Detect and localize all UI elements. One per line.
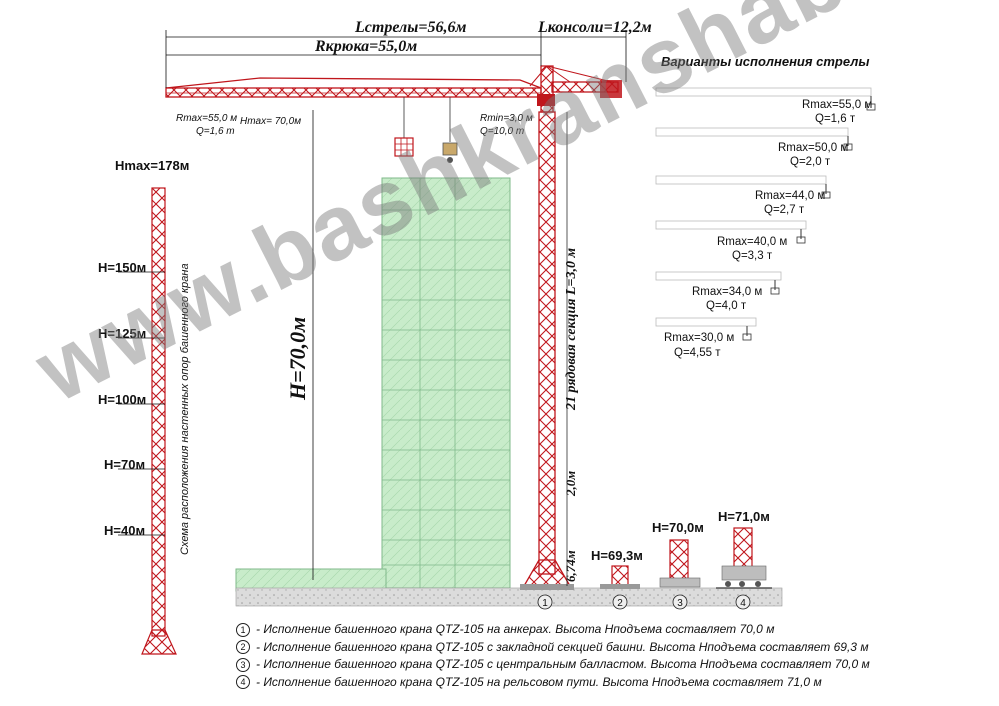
boom-variant xyxy=(655,317,757,341)
svg-text:2: 2 xyxy=(617,598,623,609)
ground xyxy=(235,587,783,607)
svg-text:1: 1 xyxy=(542,598,548,609)
base-option-4 xyxy=(716,527,772,589)
legend-text: - Исполнение башенного крана QTZ-105 с з… xyxy=(256,639,869,654)
variant-3-rmax: Rmax=44,0 м xyxy=(755,190,825,202)
boom-length-label: Lстрелы=56,6м xyxy=(354,19,466,36)
boom-variant xyxy=(655,175,831,199)
rmax-tip-label: Rmax=55,0 м xyxy=(176,113,237,124)
legend-number: 2 xyxy=(236,640,250,655)
tower-level-70: H=70м xyxy=(104,457,145,472)
legend-text: - Исполнение башенного крана QTZ-105 на … xyxy=(256,674,822,689)
base-option-numbers: 1 2 3 4 xyxy=(537,594,751,610)
svg-text:3: 3 xyxy=(677,598,683,609)
tower-scheme-caption: Схема расположения настенных опор башенн… xyxy=(179,263,191,555)
variant-4-q: Q=3,3 т xyxy=(732,250,773,262)
variant-6-rmax: Rmax=30,0 м xyxy=(664,332,734,344)
rmin-label: Rmin=3,0 м xyxy=(480,113,533,124)
section-2m-label: 2,0м xyxy=(563,471,578,497)
legend: 1 - Исполнение башенного крана QTZ-105 на… xyxy=(236,621,876,691)
base-option-3 xyxy=(659,539,701,588)
legend-text: - Исполнение башенного крана QTZ-105 на … xyxy=(256,622,775,636)
hook-reach-label: Rкрюка=55,0м xyxy=(314,38,417,55)
tower-level-125: H=125м xyxy=(98,326,146,341)
boom-variant xyxy=(655,127,853,151)
svg-text:4: 4 xyxy=(740,598,746,609)
variant-1-q: Q=1,6 т xyxy=(815,113,856,125)
tall-tower-scheme xyxy=(118,187,177,655)
q-max-label: Q=10,0 т xyxy=(480,126,524,137)
legend-item: 1 - Исполнение башенного крана QTZ-105 на… xyxy=(236,621,876,639)
boom-variant xyxy=(655,87,876,111)
boom-variant xyxy=(655,220,807,244)
base-option-4-height: H=71,0м xyxy=(718,509,770,524)
base-option-2-height: H=69,3м xyxy=(591,548,643,563)
crane-jib xyxy=(165,65,622,113)
jib-dimensions xyxy=(165,30,627,88)
legend-number: 1 xyxy=(236,622,250,637)
height-main-label: H=70,0м xyxy=(285,317,310,401)
tower-level-40: H=40м xyxy=(104,523,145,538)
base-option-2 xyxy=(600,565,640,589)
variant-5-q: Q=4,0 т xyxy=(706,300,747,312)
variants-title: Варианты исполнения стрелы xyxy=(661,54,870,69)
hmax-jib-label: Hmax= 70,0м xyxy=(240,116,301,127)
variant-6-q: Q=4,55 т xyxy=(674,347,721,359)
mast-section-label: 21 рядовая секция L=3,0 м xyxy=(564,248,579,411)
variant-2-q: Q=2,0 т xyxy=(790,156,831,168)
crane-tower xyxy=(520,111,574,590)
counter-jib-length-label: Lконсоли=12,2м xyxy=(537,19,652,36)
variant-3-q: Q=2,7 т xyxy=(764,204,805,216)
building xyxy=(235,177,511,592)
variant-5-rmax: Rmax=34,0 м xyxy=(692,286,762,298)
base-option-3-height: H=70,0м xyxy=(652,520,704,535)
legend-item: 4 - Исполнение башенного крана QTZ-105 на… xyxy=(236,674,876,692)
q-tip-label: Q=1,6 т xyxy=(196,126,235,137)
legend-number: 3 xyxy=(236,657,250,672)
boom-variant xyxy=(655,271,782,295)
variant-2-rmax: Rmax=50,0 м xyxy=(778,142,848,154)
legend-number: 4 xyxy=(236,675,250,690)
variant-4-rmax: Rmax=40,0 м xyxy=(717,236,787,248)
legend-text: - Исполнение башенного крана QTZ-105 с ц… xyxy=(256,657,870,671)
variant-1-rmax: Rmax=55,0 м xyxy=(802,99,872,111)
legend-item: 3 - Исполнение башенного крана QTZ-105 с … xyxy=(236,656,876,674)
base-height-label: 6,74м xyxy=(563,550,578,582)
tower-level-150: H=150м xyxy=(98,260,146,275)
tower-level-100: H=100м xyxy=(98,392,146,407)
boom-variants xyxy=(655,87,876,341)
hook-loads xyxy=(394,97,458,163)
legend-item: 2 - Исполнение башенного крана QTZ-105 с … xyxy=(236,639,876,657)
hmax-label: Hmax=178м xyxy=(115,158,189,173)
